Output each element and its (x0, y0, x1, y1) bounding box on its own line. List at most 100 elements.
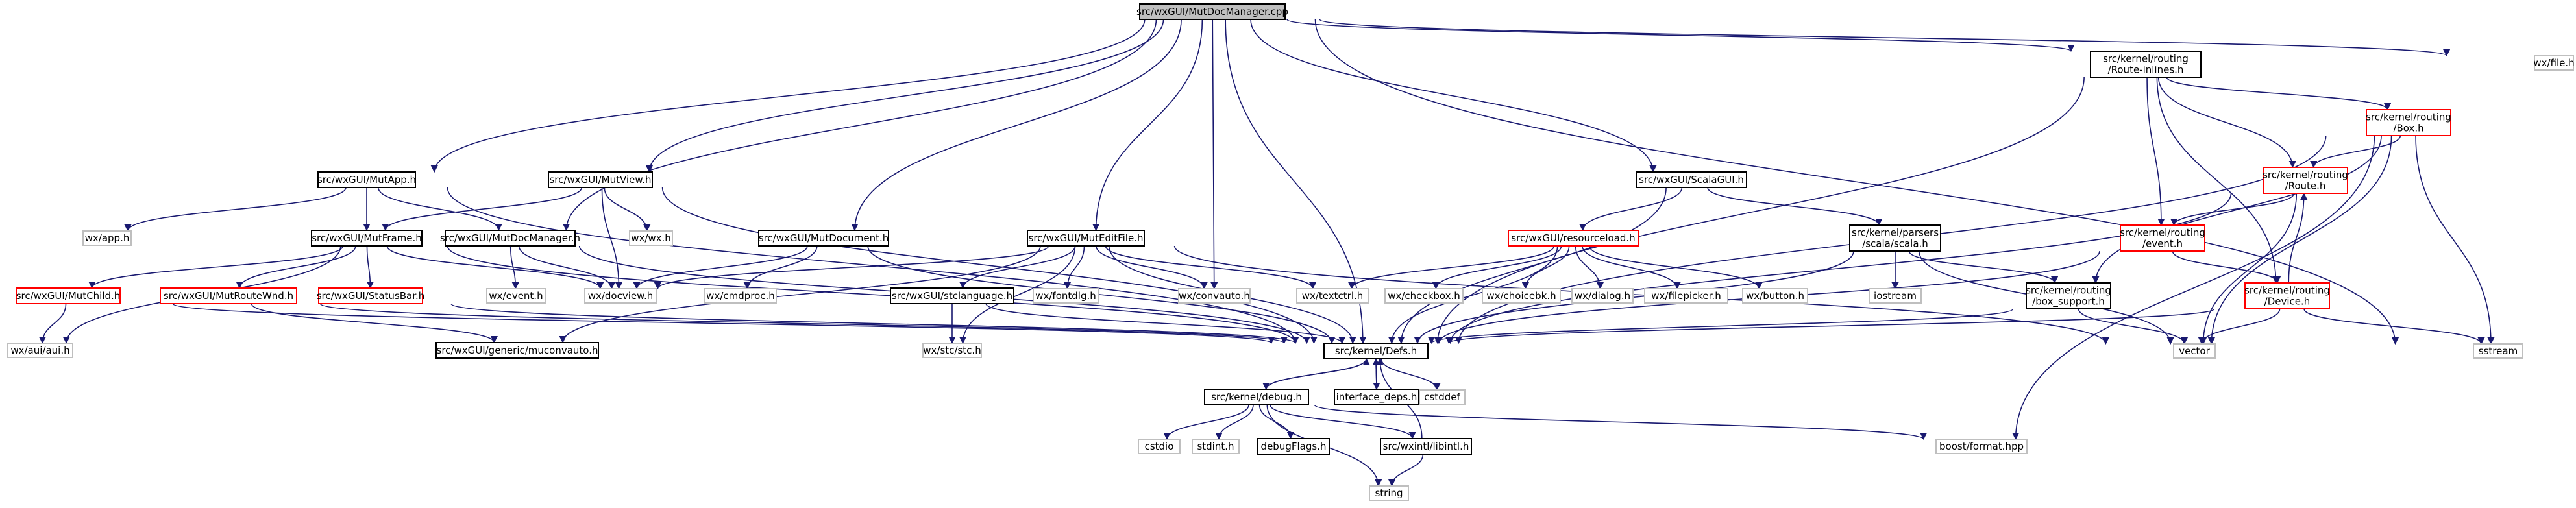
node-box-event-h (2120, 224, 2205, 252)
node-label-box-1: /Box.h (2393, 123, 2423, 134)
node-muconvauto[interactable]: src/wxGUI/generic/muconvauto.h (435, 342, 599, 359)
edge-box_support-to-vector (2078, 308, 2189, 345)
node-label-cstddef-0: cstddef (1424, 391, 1460, 403)
node-wx-convauto: wx/convauto.h (1178, 288, 1251, 304)
node-label-box-0: src/kernel/routing (2366, 112, 2451, 123)
node-mutchild[interactable]: src/wxGUI/MutChild.h (16, 287, 121, 304)
node-scala-h[interactable]: src/kernel/parsers/scala/scala.h (1849, 224, 1941, 252)
node-label-wx-button-0: wx/button.h (1746, 290, 1804, 302)
node-mutapp[interactable]: src/wxGUI/MutApp.h (317, 171, 416, 188)
edge-interface_deps-to-defs (1372, 357, 1380, 390)
edge-resourceload-to-wx_button (1589, 245, 1763, 290)
node-debug-h[interactable]: src/kernel/debug.h (1204, 389, 1309, 405)
node-label-scala-gui-0: src/wxGUI/ScalaGUI.h (1639, 174, 1744, 186)
edge-mutroutewnd-to-muconvauto (251, 303, 498, 344)
edge-mutchild-to-wx_aui (38, 303, 67, 345)
node-muteditfile[interactable]: src/wxGUI/MutEditFile.h (1027, 230, 1145, 247)
node-label-wx-app-0: wx/app.h (85, 232, 130, 244)
node-mutdocmanager-h[interactable]: src/wxGUI/MutDocManager.h (440, 230, 580, 247)
node-label-scala-h-1: /scala/scala.h (1862, 238, 1928, 250)
node-resourceload[interactable]: src/wxGUI/resourceload.h (1508, 230, 1639, 247)
node-label-wx-docview-0: wx/docview.h (588, 290, 654, 302)
node-label-debug-h-0: src/kernel/debug.h (1211, 391, 1302, 403)
edge-resourceload-to-wx_choicebk (1521, 245, 1570, 290)
node-wx-textctrl: wx/textctrl.h (1296, 288, 1369, 304)
node-mutframe[interactable]: src/wxGUI/MutFrame.h (311, 230, 423, 247)
node-label-sstream-0: sstream (2479, 345, 2518, 357)
node-wx-dialog: wx/dialog.h (1571, 288, 1634, 304)
node-label-string-0: string (1375, 487, 1403, 499)
edge-mutdocument-to-wx_cmdproc (743, 245, 818, 290)
node-root[interactable]: src/wxGUI/MutDocManager.cpp (1136, 3, 1288, 20)
edge-route_inlines-to-defs (1434, 77, 2085, 345)
edge-debug_h-to-boost_format (1314, 404, 1927, 441)
node-label-box-support-1: /box_support.h (2032, 296, 2105, 308)
edge-root-to-muteditfile (1092, 19, 1203, 232)
node-label-device-h-0: src/kernel/routing (2244, 285, 2330, 296)
edge-route_inlines-to-box (2166, 77, 2392, 111)
node-wx-choicebk: wx/choicebk.h (1482, 288, 1561, 304)
node-mutview[interactable]: src/wxGUI/MutView.h (548, 171, 653, 188)
node-box-scala-h (1849, 224, 1941, 252)
node-box-interface-deps (1334, 389, 1419, 405)
edge-mutview-to-defs (661, 187, 1318, 345)
node-label-wx-filepicker-0: wx/filepicker.h (1651, 290, 1721, 302)
node-mutroutewnd[interactable]: src/wxGUI/MutRouteWnd.h (160, 287, 297, 304)
node-vector: vector (2173, 343, 2216, 359)
node-label-interface-deps-0: interface_deps.h (1336, 391, 1417, 404)
edge-box-to-boost_format (2012, 135, 2375, 441)
edge-mutchild-to-defs (172, 303, 1275, 345)
node-box-support[interactable]: src/kernel/routing/box_support.h (2026, 282, 2111, 309)
edge-route_inlines-to-device_h (2156, 77, 2280, 284)
node-box-vector (2173, 343, 2216, 359)
edge-root-to-wx_convauto (1210, 19, 1218, 290)
edge-device_h-to-route_h (2288, 192, 2308, 284)
node-box-wx-aui (7, 343, 73, 358)
node-cstddef: cstddef (1419, 389, 1466, 405)
node-box-debugflags (1257, 438, 1330, 455)
node-label-wx-cmdproc-0: wx/cmdproc.h (706, 290, 775, 302)
edge-muteditfile-to-wx_fontdlg (1063, 245, 1085, 290)
node-stclanguage[interactable]: src/wxGUI/stclanguage.h (890, 287, 1014, 304)
edge-mutview-to-wx_wx (604, 187, 651, 232)
edge-mutframe-to-mutchild (88, 245, 343, 289)
edge-box-to-box_support (2092, 135, 2382, 284)
node-route-h[interactable]: src/kernel/routing/Route.h (2263, 167, 2348, 194)
node-box-scala-gui (1636, 171, 1747, 188)
node-box-mutchild (16, 287, 121, 304)
node-box-boost-format (1935, 439, 2028, 454)
node-event-h[interactable]: src/kernel/routing/event.h (2120, 224, 2205, 252)
node-box-mutdocmanager-h (445, 230, 576, 247)
node-label-muteditfile-0: src/wxGUI/MutEditFile.h (1029, 232, 1144, 244)
node-box-wx-file (2534, 55, 2574, 71)
node-box[interactable]: src/kernel/routing/Box.h (2366, 109, 2451, 136)
edge-event_h-to-device_h (2172, 250, 2281, 284)
node-label-event-h-1: /event.h (2142, 238, 2183, 250)
node-libintl[interactable]: src/wxintl/libintl.h (1380, 438, 1472, 455)
node-box-muconvauto (435, 342, 599, 359)
node-interface-deps[interactable]: interface_deps.h (1334, 389, 1419, 405)
edge-box_support-to-defs (1428, 308, 2014, 345)
node-wx-stc: wx/stc/stc.h (922, 343, 982, 358)
node-label-wx-choicebk-0: wx/choicebk.h (1486, 290, 1556, 302)
node-scala-gui[interactable]: src/wxGUI/ScalaGUI.h (1636, 171, 1747, 188)
edge-muteditfile-to-stclanguage (959, 245, 1076, 289)
node-statusbar[interactable]: src/wxGUI/StatusBar.h (317, 287, 425, 304)
node-stdint: stdint.h (1192, 439, 1240, 454)
node-box-wx-event (486, 288, 546, 304)
edge-root-to-scala_gui (1250, 19, 1657, 173)
edge-debug_h-to-libintl (1270, 404, 1416, 440)
edge-mutview-to-wx_docview (601, 187, 623, 290)
node-device-h[interactable]: src/kernel/routing/Device.h (2244, 282, 2330, 309)
node-label-defs-0: src/kernel/Defs.h (1335, 345, 1417, 357)
node-label-statusbar-0: src/wxGUI/StatusBar.h (317, 290, 425, 302)
node-box-muteditfile (1027, 230, 1145, 247)
node-defs[interactable]: src/kernel/Defs.h (1323, 343, 1429, 359)
edge-device_h-to-vector (2198, 308, 2281, 345)
node-route-inlines[interactable]: src/kernel/routing/Route-inlines.h (2090, 51, 2202, 78)
node-debugflags[interactable]: debugFlags.h (1257, 438, 1330, 455)
edge-muteditfile-to-wx_docview (654, 245, 1049, 290)
node-mutdocument[interactable]: src/wxGUI/MutDocument.h (758, 230, 889, 247)
node-box-wx-stc (922, 343, 982, 358)
node-box-wx-docview (584, 288, 657, 304)
